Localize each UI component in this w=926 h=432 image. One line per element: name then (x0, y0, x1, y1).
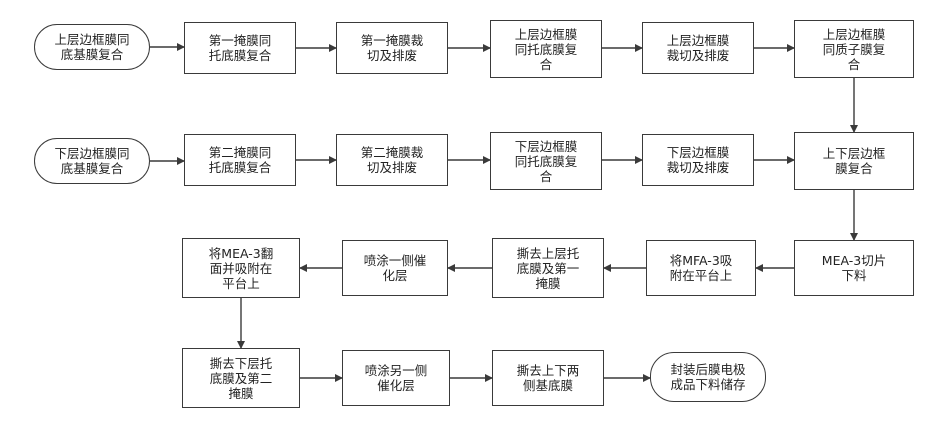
start-lower-frame-film-composite: 下层边框膜同 底基膜复合 (34, 138, 150, 184)
step-second-mask-composite: 第二掩膜同 托底膜复合 (184, 134, 296, 186)
step-upper-lower-frame-composite: 上下层边框 膜复合 (794, 132, 914, 190)
step-first-mask-cutting: 第一掩膜裁 切及排废 (336, 22, 448, 74)
step-lower-frame-cutting: 下层边框膜 裁切及排废 (642, 134, 754, 186)
step-mea3-cut-feed: MEA-3切片 下料 (794, 240, 914, 296)
step-upper-frame-support-composite: 上层边框膜 同托底膜复 合 (490, 20, 602, 78)
step-peel-upper-support-first-mask: 撕去上层托 底膜及第一 掩膜 (492, 238, 604, 298)
end-mea-product-storage: 封装后膜电极 成品下料储存 (650, 352, 766, 402)
step-lower-frame-support-composite: 下层边框膜 同托底膜复 合 (490, 132, 602, 190)
step-upper-frame-proton-composite: 上层边框膜 同质子膜复 合 (794, 20, 914, 78)
step-first-mask-composite: 第一掩膜同 托底膜复合 (184, 22, 296, 74)
step-peel-lower-support-second-mask: 撕去下层托 底膜及第二 掩膜 (182, 348, 300, 408)
step-flip-mea3-adsorb: 将MEA-3翻 面并吸附在 平台上 (182, 238, 300, 298)
step-peel-base-films: 撕去上下两 侧基底膜 (492, 350, 604, 406)
step-second-mask-cutting: 第二掩膜裁 切及排废 (336, 134, 448, 186)
step-spray-catalyst-side-two: 喷涂另一侧 催化层 (342, 350, 450, 406)
step-spray-catalyst-side-one: 喷涂一侧催 化层 (342, 240, 448, 296)
start-upper-frame-film-composite: 上层边框膜同 底基膜复合 (34, 24, 150, 70)
step-upper-frame-cutting: 上层边框膜 裁切及排废 (642, 22, 754, 74)
step-adsorb-mfa3-platform: 将MFA-3吸 附在平台上 (646, 240, 756, 296)
